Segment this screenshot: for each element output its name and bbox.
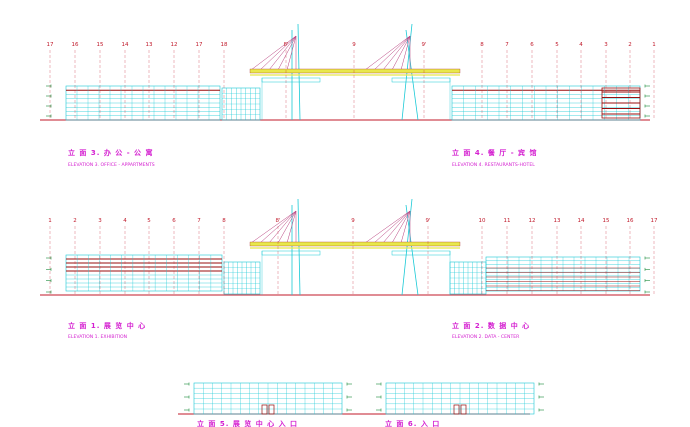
pylon-mast <box>405 204 419 296</box>
grid-number: 8 <box>222 218 226 224</box>
stay-cable <box>268 210 297 244</box>
grid-number: 13 <box>146 42 153 48</box>
entrance-block-b-door <box>460 404 467 415</box>
grid-number: 9' <box>421 42 426 48</box>
stay-cable <box>364 35 411 71</box>
grid-number: 14 <box>122 42 129 48</box>
stay-cable <box>286 35 297 71</box>
grid-number: 12 <box>529 218 536 224</box>
grid-number: 17 <box>651 218 658 224</box>
bridge-deck <box>249 68 461 74</box>
grid-number: 16 <box>72 42 79 48</box>
stay-cable <box>277 35 297 71</box>
grid-number: 5 <box>147 218 151 224</box>
grid-number: 15 <box>97 42 104 48</box>
stay-cable <box>391 35 411 71</box>
stay-cable <box>259 35 297 71</box>
elevation-4-subtitle: ELEVATION 4. RESTAURANTS-HOTEL <box>452 162 535 168</box>
grid-number: 18 <box>221 42 228 48</box>
grid-number: 5 <box>555 42 559 48</box>
stay-cable <box>400 210 411 244</box>
stay-cable <box>250 35 297 71</box>
grid-number: 3 <box>98 218 102 224</box>
elevation-1-title: 立 面 1. 展 览 中 心 <box>68 321 146 330</box>
building-linework <box>40 23 650 415</box>
grid-number: 8' <box>275 218 280 224</box>
elevation-2-subtitle: ELEVATION 2. DATA - CENTER <box>452 334 520 340</box>
entrance-block-a-door <box>261 404 268 415</box>
pier-cap <box>391 77 451 83</box>
pier-cap <box>261 250 321 256</box>
grid-number: 9 <box>352 42 356 48</box>
grid-number: 9 <box>351 218 355 224</box>
stay-cable <box>391 210 411 244</box>
grid-number: 8' <box>283 42 288 48</box>
entrance-block-b-door <box>453 404 460 415</box>
elevation-2-title: 立 面 2. 数 据 中 心 <box>452 321 530 330</box>
grid-number: 12 <box>171 42 178 48</box>
grid-number: 6 <box>530 42 534 48</box>
grid-number: 9' <box>425 218 430 224</box>
grid-number: 17 <box>47 42 54 48</box>
grid-number: 4 <box>123 218 127 224</box>
pylon-mast <box>297 198 301 296</box>
grid-number: 8 <box>480 42 484 48</box>
bridge-deck <box>249 241 461 247</box>
grid-number: 4 <box>579 42 583 48</box>
pylon-mast <box>401 198 413 296</box>
grid-number: 6 <box>172 218 176 224</box>
grid-number: 14 <box>578 218 585 224</box>
elevation-3-title: 立 面 3. 办 公 - 公 寓 <box>68 148 154 157</box>
elevation-3-subtitle: ELEVATION 3. OFFICE - APPARTMENTS <box>68 162 155 168</box>
elevation-1-subtitle: ELEVATION 1. EXHIBITION <box>68 334 127 340</box>
grid-number: 1 <box>652 42 656 48</box>
stay-cable <box>268 35 297 71</box>
pier-cap <box>261 77 321 83</box>
grid-number: 7 <box>197 218 201 224</box>
pier-cap <box>391 250 451 256</box>
stay-cable <box>373 35 411 71</box>
stay-cable <box>277 210 297 244</box>
elevation-5-title: 立 面 5. 展 览 中 心 入 口 <box>197 419 298 427</box>
elevation-4-title: 立 面 4. 餐 厅 - 宾 馆 <box>452 148 538 157</box>
grid-number: 3 <box>604 42 608 48</box>
grid-number: 17 <box>196 42 203 48</box>
stay-cable <box>286 210 297 244</box>
stay-cable <box>382 35 411 71</box>
elevation-6-title: 立 面 6. 入 口 <box>385 419 440 427</box>
stay-cable <box>400 35 411 71</box>
entrance-block-a-door <box>268 404 275 415</box>
grid-number: 2 <box>628 42 632 48</box>
stay-cable <box>250 210 297 244</box>
stay-cable <box>382 210 411 244</box>
grid-number: 11 <box>504 218 511 224</box>
grid-number: 1 <box>48 218 52 224</box>
grid-number: 7 <box>505 42 509 48</box>
grid-number: 13 <box>554 218 561 224</box>
stay-cable <box>364 210 411 244</box>
grid-number: 2 <box>73 218 77 224</box>
grid-number: 15 <box>603 218 610 224</box>
grid-number: 16 <box>627 218 634 224</box>
grid-number: 10 <box>479 218 486 224</box>
stay-cable <box>373 210 411 244</box>
